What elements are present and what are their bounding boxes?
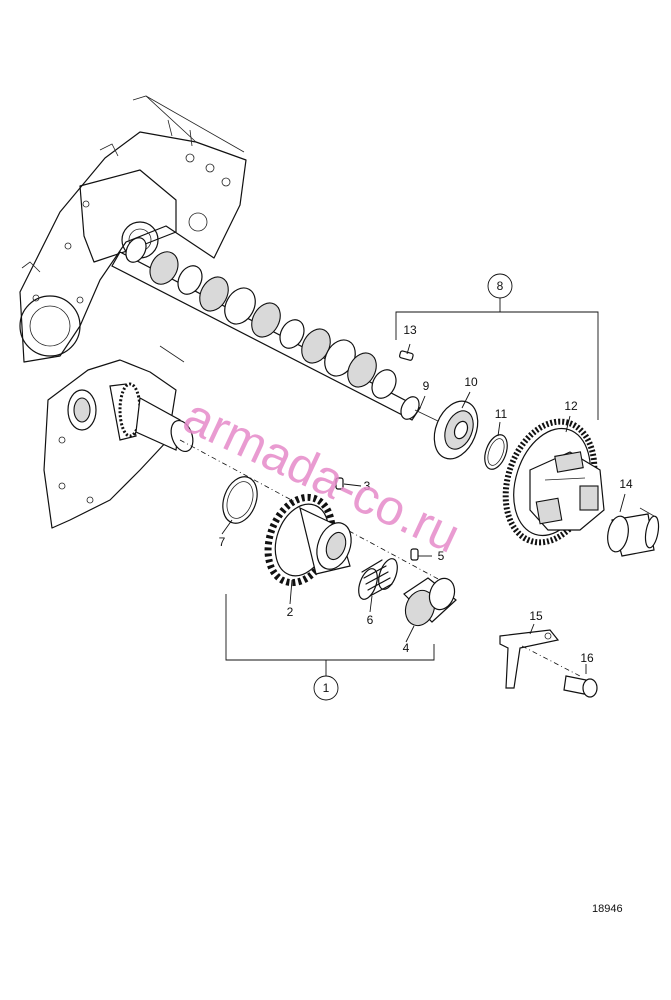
assembly-bracket-1 (225, 594, 435, 676)
part-label-16: 16 (580, 651, 594, 665)
part-label-15: 15 (529, 609, 543, 623)
part-number-labels: 1 2 3 4 5 6 7 8 9 10 11 12 13 14 15 16 (219, 273, 633, 701)
pin-part-5 (410, 548, 419, 561)
shaft-part-14 (607, 507, 660, 557)
part-label-1: 1 (323, 681, 330, 695)
o-ring-part-7 (222, 476, 258, 524)
part-label-12: 12 (564, 399, 578, 413)
bracket-part-15 (499, 629, 581, 689)
engine-block-housing (19, 95, 247, 363)
part-label-10: 10 (464, 375, 478, 389)
part-label-2: 2 (287, 605, 294, 619)
timing-housing-lower (43, 345, 185, 529)
part-label-6: 6 (367, 613, 374, 627)
part-label-4: 4 (403, 641, 410, 655)
screw-part-16 (563, 675, 598, 698)
part-label-8: 8 (497, 279, 504, 293)
o-ring-part-11 (484, 434, 508, 470)
part-label-11: 11 (495, 407, 508, 421)
part-label-14: 14 (619, 477, 633, 491)
bearing-part-10 (433, 400, 479, 460)
leader-lines (221, 343, 626, 674)
part-label-13: 13 (403, 323, 417, 337)
sleeve-part-4 (403, 577, 457, 627)
part-label-9: 9 (423, 379, 430, 393)
part-label-5: 5 (438, 549, 445, 563)
camshaft (111, 237, 441, 423)
part-label-7: 7 (219, 535, 226, 549)
pin-part-3 (335, 477, 344, 490)
key-part-13 (399, 350, 414, 361)
drawing-reference-number: 18946 (592, 903, 623, 915)
part-label-3: 3 (364, 479, 371, 493)
spring-part-6 (358, 558, 398, 600)
crankshaft-gear (67, 382, 441, 581)
gear-part-2 (264, 493, 352, 587)
assembly-bracket-8 (395, 298, 599, 420)
gear-assembly-part-12 (502, 418, 605, 546)
